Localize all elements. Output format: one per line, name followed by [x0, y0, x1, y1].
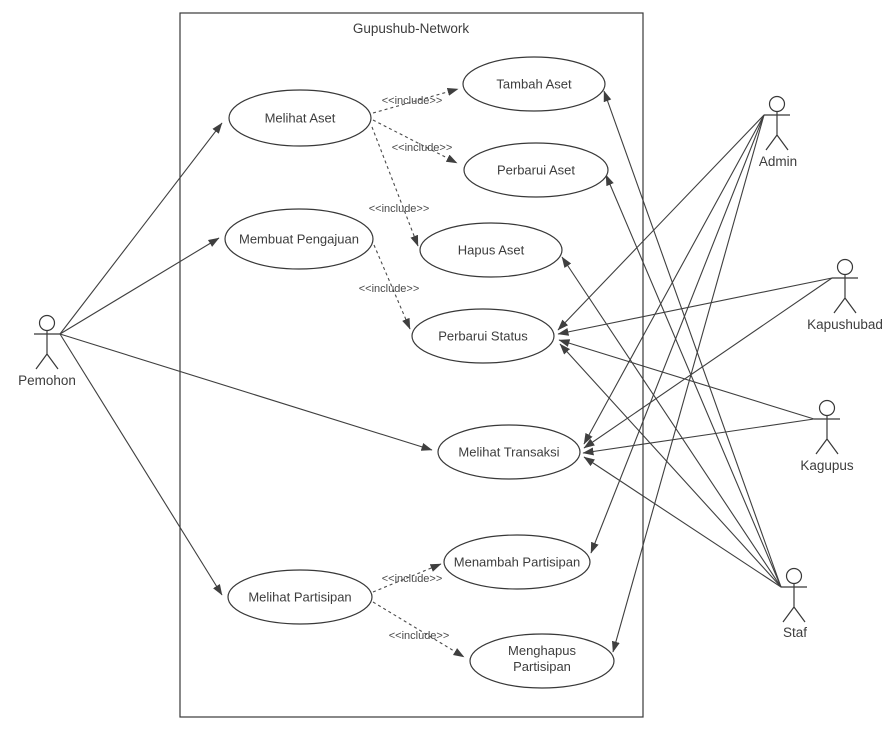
usecase-ellipse — [443, 534, 591, 590]
usecase-label: Tambah Aset — [496, 77, 572, 92]
association-kapushubad-perbarui-status — [557, 277, 833, 336]
include-label: <<include>> — [359, 283, 420, 295]
system-title: Gupushub-Network — [353, 21, 470, 36]
include-edge-melihat-aset-perbarui-aset — [372, 119, 458, 164]
association-kapushubad-melihat-transaksi — [583, 277, 833, 449]
association-admin-melihat-transaksi — [583, 114, 765, 445]
usecase-label-line1: Menghapus — [508, 643, 576, 658]
association-staf-hapus-aset — [561, 256, 782, 588]
include-label: <<include>> — [392, 142, 453, 154]
actor-kagupus: Kagupus — [800, 399, 854, 473]
usecase-hapus-aset: Hapus Aset — [419, 222, 563, 278]
usecase-label: Melihat Partisipan — [248, 590, 351, 605]
actor-body — [764, 111, 790, 151]
usecase-ellipse — [228, 89, 372, 147]
usecase-label-line2: Partisipan — [513, 659, 571, 674]
usecase-ellipse — [462, 56, 606, 112]
usecase-label: Melihat Aset — [265, 111, 336, 126]
actor-head — [768, 95, 786, 113]
association-pemohon-melihat-transaksi — [59, 333, 433, 451]
actor-head — [38, 314, 56, 332]
actor-head — [818, 399, 836, 417]
association-staf-melihat-transaksi — [583, 456, 782, 588]
actor-body — [814, 415, 840, 455]
usecase-melihat-partisipan: Melihat Partisipan — [227, 569, 373, 625]
include-edge-melihat-partisipan-menambah-partisipan — [372, 563, 442, 593]
usecase-ellipse — [419, 222, 563, 278]
include-label: <<include>> — [389, 630, 450, 642]
usecase-ellipse — [227, 569, 373, 625]
association-pemohon-melihat-partisipan — [59, 333, 223, 596]
usecase-membuat-pengajuan: Membuat Pengajuan — [224, 208, 374, 270]
usecase-ellipse — [469, 633, 615, 689]
usecase-ellipse — [224, 208, 374, 270]
actor-pemohon: Pemohon — [18, 314, 76, 388]
actor-label: Pemohon — [18, 373, 76, 388]
association-pemohon-membuat-pengajuan — [59, 237, 220, 335]
include-label: <<include>> — [369, 203, 430, 215]
usecase-menghapus-partisipan: Menghapus Partisipan — [469, 633, 615, 689]
usecase-label: Membuat Pengajuan — [239, 232, 359, 247]
usecase-melihat-aset: Melihat Aset — [228, 89, 372, 147]
usecase-ellipse — [411, 308, 555, 364]
usecase-ellipse — [463, 142, 609, 198]
usecase-label: Perbarui Status — [438, 329, 528, 344]
actor-label: Kagupus — [800, 458, 854, 473]
association-admin-perbarui-status — [557, 114, 765, 331]
usecase-perbarui-status: Perbarui Status — [411, 308, 555, 364]
actor-label: Kapushubad — [807, 317, 883, 332]
include-label: <<include>> — [382, 95, 443, 107]
usecase-melihat-transaksi: Melihat Transaksi — [437, 424, 581, 480]
usecase-ellipse — [437, 424, 581, 480]
usecase-perbarui-aset: Perbarui Aset — [463, 142, 609, 198]
actor-label: Staf — [783, 625, 807, 640]
include-label: <<include>> — [382, 573, 443, 585]
association-staf-tambah-aset — [603, 90, 782, 588]
actor-kapushubad: Kapushubad — [807, 258, 883, 332]
usecase-menambah-partisipan: Menambah Partisipan — [443, 534, 591, 590]
actor-body — [781, 583, 807, 623]
usecase-label: Hapus Aset — [458, 243, 525, 258]
include-edge-melihat-aset-tambah-aset — [372, 88, 459, 114]
actor-admin: Admin — [759, 95, 797, 169]
association-kagupus-perbarui-status — [558, 339, 815, 420]
actor-body — [34, 330, 60, 370]
association-staf-perbarui-aset — [605, 174, 782, 588]
usecase-label: Menambah Partisipan — [454, 555, 580, 570]
actor-head — [785, 567, 803, 585]
actor-staf: Staf — [781, 567, 807, 640]
association-pemohon-melihat-aset — [59, 122, 223, 335]
association-kagupus-melihat-transaksi — [582, 418, 815, 456]
actor-label: Admin — [759, 154, 797, 169]
association-admin-menghapus-partisipan — [611, 114, 765, 653]
usecase-label: Melihat Transaksi — [458, 445, 559, 460]
association-staf-perbarui-status — [559, 343, 782, 588]
usecase-label: Perbarui Aset — [497, 163, 575, 178]
usecase-tambah-aset: Tambah Aset — [462, 56, 606, 112]
actor-head — [836, 258, 854, 276]
actor-body — [832, 274, 858, 314]
